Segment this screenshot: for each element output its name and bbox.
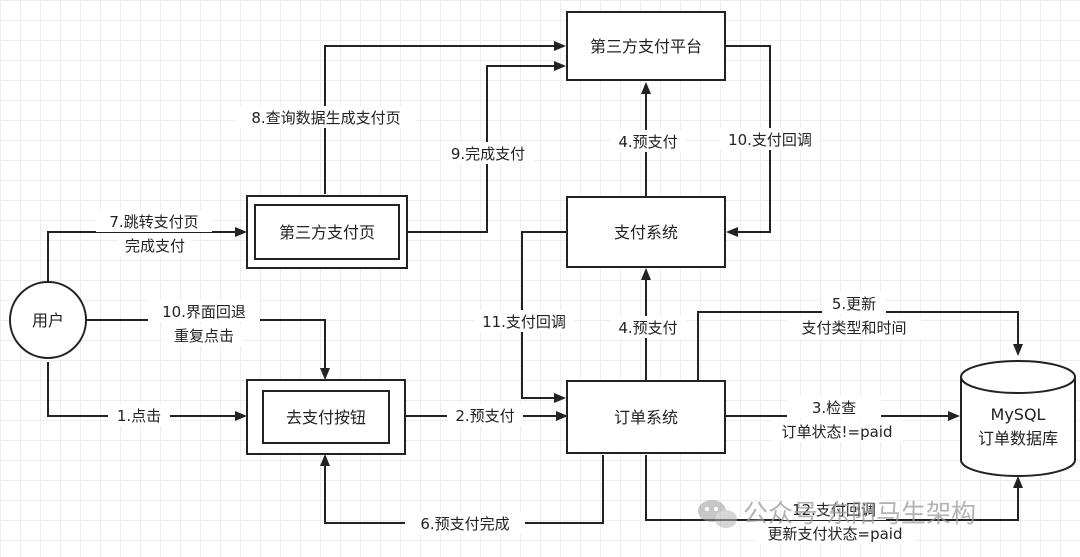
node-pay-button (246, 379, 406, 455)
edge-8-label: 8.查询数据生成支付页 (251, 109, 400, 127)
edge-3-label-1: 3.检查 (812, 399, 856, 417)
edge-7-label-1: 7.跳转支付页 (109, 213, 198, 231)
node-third-party-page (246, 195, 408, 269)
node-database-label-2: 订单数据库 (978, 429, 1058, 448)
node-database-label-1: MySQL (991, 405, 1046, 424)
edge-10-back-label-2: 重复点击 (174, 327, 234, 345)
wechat-icon (698, 500, 737, 528)
edge-10-callback-label: 10.支付回调 (728, 131, 812, 149)
edge-5-label-2: 支付类型和时间 (801, 319, 906, 337)
edge-12-label-1: 12.支付回调 (792, 501, 876, 519)
edge-12-label-2: 更新支付状态=paid (768, 525, 903, 543)
edge-7-label-2: 完成支付 (125, 237, 185, 255)
edge-1-click (47, 362, 247, 421)
node-order-system-label: 订单系统 (614, 408, 678, 427)
node-third-party-page-inner (254, 204, 400, 260)
watermark-text: 公众号·东阳马生架构 (743, 499, 976, 528)
edge-5-label-1: 5.更新 (832, 295, 876, 313)
edge-4-upper-label: 4.预支付 (618, 133, 677, 151)
edge-6-label: 6.预支付完成 (420, 515, 509, 533)
node-user (9, 281, 87, 359)
node-third-party-platform (566, 11, 726, 81)
node-third-party-page-label: 第三方支付页 (279, 223, 375, 242)
node-order-system (566, 380, 726, 454)
node-payment-system-label: 支付系统 (614, 223, 678, 242)
node-payment-system (566, 196, 726, 268)
node-pay-button-inner (262, 390, 390, 444)
edge-9-label: 9.完成支付 (451, 145, 525, 163)
edge-4-lower-label: 4.预支付 (618, 319, 677, 337)
edge-1-label: 1.点击 (117, 407, 161, 425)
node-pay-button-label: 去支付按钮 (286, 408, 366, 427)
edge-3-label-2: 订单状态!=paid (782, 423, 893, 441)
edge-10-back-label-1: 10.界面回退 (162, 303, 246, 321)
node-user-label: 用户 (32, 311, 64, 330)
edge-2-label: 2.预支付 (455, 407, 514, 425)
node-database (960, 360, 1076, 477)
edge-11-label: 11.支付回调 (482, 313, 566, 331)
edge-8-query-build-page (324, 41, 566, 194)
node-third-party-platform-label: 第三方支付平台 (590, 37, 702, 56)
